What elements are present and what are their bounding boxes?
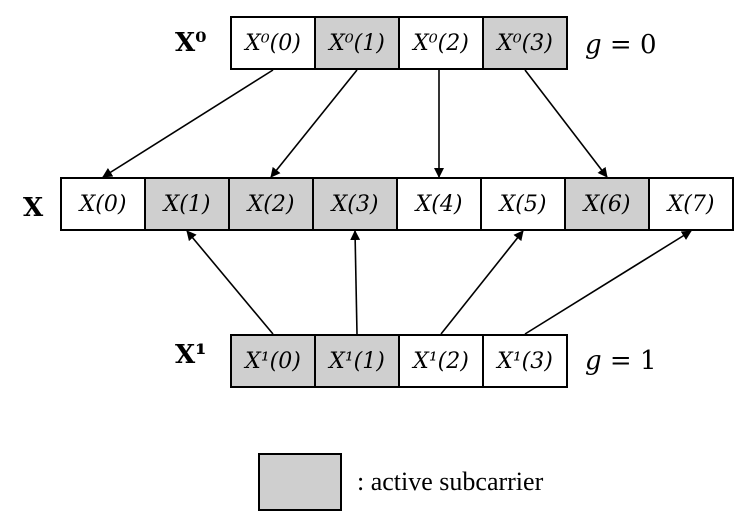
group-label-1: g = 1 xyxy=(585,346,657,376)
middle-cell-3: X(3) xyxy=(312,177,398,231)
group-eq-1: = 1 xyxy=(601,346,657,376)
arrow-bottom-0-to-middle-1 xyxy=(186,230,274,335)
arrow-bottom-1-to-middle-3 xyxy=(350,230,361,335)
bottom-cell-2: X¹(2) xyxy=(398,334,484,388)
legend-swatch xyxy=(258,453,342,511)
middle-cell-2: X(2) xyxy=(228,177,314,231)
middle-cell-7: X(7) xyxy=(648,177,734,231)
group-label-0: g = 0 xyxy=(585,30,657,60)
group-var-0: g xyxy=(585,30,602,60)
group-eq-0: = 0 xyxy=(601,30,657,60)
top-cell-3: X⁰(3) xyxy=(482,16,568,70)
top-cell-2: X⁰(2) xyxy=(398,16,484,70)
x0-label: X⁰ xyxy=(175,28,207,58)
bottom-cell-3: X¹(3) xyxy=(482,334,568,388)
x1-label: X¹ xyxy=(175,340,207,370)
bottom-cell-0: X¹(0) xyxy=(230,334,316,388)
legend-text: : active subcarrier xyxy=(357,467,544,496)
middle-cell-4: X(4) xyxy=(396,177,482,231)
arrow-bottom-3-to-middle-7 xyxy=(524,230,692,335)
top-cell-1: X⁰(1) xyxy=(314,16,400,70)
group-var-1: g xyxy=(585,346,602,376)
arrow-top-1-to-middle-2 xyxy=(270,69,358,178)
arrow-bottom-2-to-middle-5 xyxy=(440,230,524,335)
top-cell-0: X⁰(0) xyxy=(230,16,316,70)
arrow-top-3-to-middle-6 xyxy=(524,69,608,178)
middle-cell-0: X(0) xyxy=(60,177,146,231)
middle-cell-1: X(1) xyxy=(144,177,230,231)
arrow-top-0-to-middle-0 xyxy=(102,69,274,178)
bottom-cell-1: X¹(1) xyxy=(314,334,400,388)
middle-cell-5: X(5) xyxy=(480,177,566,231)
x-label: X xyxy=(23,193,44,223)
middle-cell-6: X(6) xyxy=(564,177,650,231)
